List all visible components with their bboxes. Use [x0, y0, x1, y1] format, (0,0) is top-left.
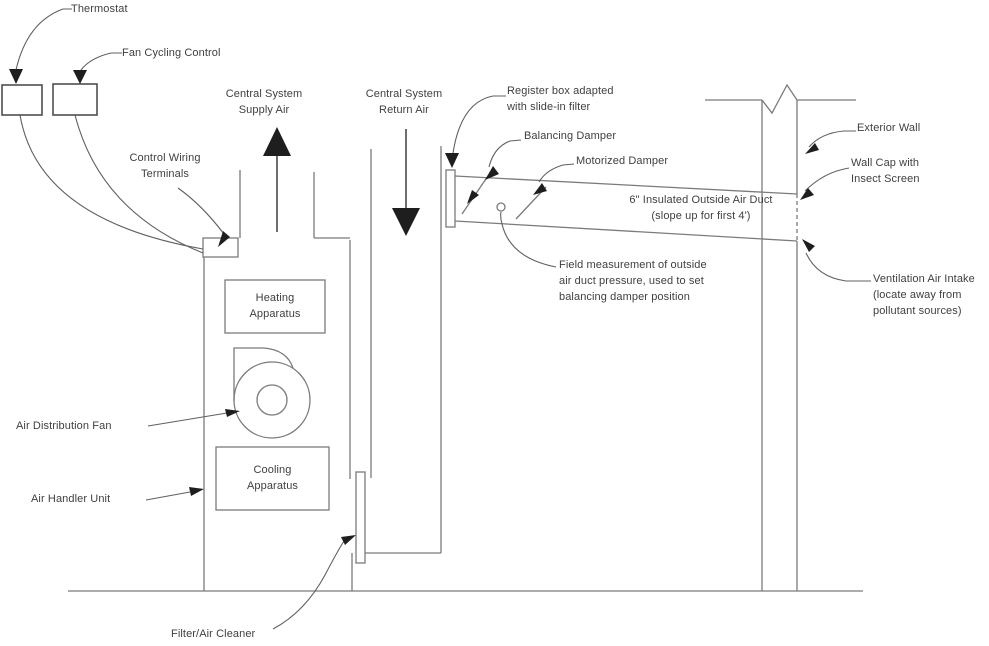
exterior-wall-leader [808, 130, 856, 148]
control-devices [1, 83, 98, 116]
flow-arrows [263, 127, 420, 236]
blower-housing [233, 347, 294, 401]
thermostat-box [1, 84, 43, 116]
air-distribution-fan-arrowhead [225, 409, 240, 417]
ventilation-intake-label: Ventilation Air Intake (locate away from… [873, 273, 975, 317]
outside-air-duct-label: 6" Insulated Outside Air Duct (slope up … [629, 194, 773, 222]
outside-air-duct-lines [454, 175, 798, 242]
air-distribution-fan-leader [147, 412, 228, 427]
field-measurement-leader [500, 211, 557, 268]
wall-cap-arrowhead [800, 188, 814, 200]
fan-cycling-arrowhead [73, 70, 87, 84]
register-leader [452, 95, 506, 154]
register-arrowhead [445, 153, 459, 168]
register-box-label: Register box adapted with slide-in filte… [507, 85, 614, 113]
motorized-leader-arrowhead [533, 183, 547, 195]
thermostat-wire [19, 114, 204, 250]
thermostat-label: Thermostat [71, 3, 128, 15]
central-return-air-label: Central System Return Air [365, 88, 443, 116]
fan-cycling-wire [74, 114, 204, 254]
supply-duct [239, 170, 350, 239]
balancing-blade-arrowhead [467, 190, 479, 204]
heating-apparatus-box [224, 279, 326, 334]
terminals-arrowhead [218, 231, 230, 247]
structure-lines [68, 83, 863, 592]
pressure-tap-circle [496, 202, 506, 212]
register-box-rect [445, 169, 456, 228]
air-handler-unit-label: Air Handler Unit [31, 493, 111, 505]
wall-cap-leader [804, 167, 850, 192]
air-handler-arrowhead [189, 487, 204, 496]
air-distribution-fan-label: Air Distribution Fan [16, 420, 112, 432]
wall-cap-label: Wall Cap with Insect Screen [851, 157, 920, 185]
return-air-arrowhead [392, 208, 420, 236]
wall-top-break [705, 83, 856, 115]
thermostat-leader [15, 8, 72, 71]
fan-cycling-box [52, 83, 98, 116]
ventilation-arrowhead [802, 239, 815, 252]
filter-rect [355, 471, 366, 564]
filter-air-cleaner-label: Filter/Air Cleaner [171, 628, 256, 640]
balancing-leader [488, 139, 522, 168]
air-handler-leader [145, 491, 191, 501]
return-duct [363, 146, 442, 554]
supply-air-arrowhead [263, 127, 291, 156]
filter-cleaner-leader [272, 540, 345, 630]
thermostat-arrowhead [9, 69, 23, 84]
fan-cycling-leader [80, 52, 122, 71]
control-wiring-terminals-label: Control Wiring Terminals [129, 152, 201, 180]
motorized-leader [538, 163, 575, 183]
exterior-wall-arrowhead [805, 143, 819, 154]
balancing-leader-arrowhead [485, 166, 499, 180]
exterior-wall-label: Exterior Wall [857, 122, 921, 134]
ventilation-leader [805, 252, 871, 282]
motorized-damper-label: Motorized Damper [576, 155, 669, 167]
cooling-apparatus-label: Cooling Apparatus [246, 463, 299, 492]
control-terminals-box [202, 237, 239, 258]
terminals-leader [177, 187, 225, 235]
heating-apparatus-label: Heating Apparatus [249, 291, 301, 320]
filter-cleaner-arrowhead [341, 535, 356, 545]
balancing-damper-label: Balancing Damper [524, 130, 617, 142]
arrowheads [9, 69, 819, 545]
cooling-apparatus-box [215, 446, 330, 511]
fan-cycling-control-label: Fan Cycling Control [122, 47, 221, 59]
central-supply-air-label: Central System Supply Air [225, 88, 303, 116]
blower-inlet [256, 384, 288, 416]
leader-lines [15, 8, 871, 630]
field-measurement-label: Field measurement of outside air duct pr… [559, 259, 707, 303]
